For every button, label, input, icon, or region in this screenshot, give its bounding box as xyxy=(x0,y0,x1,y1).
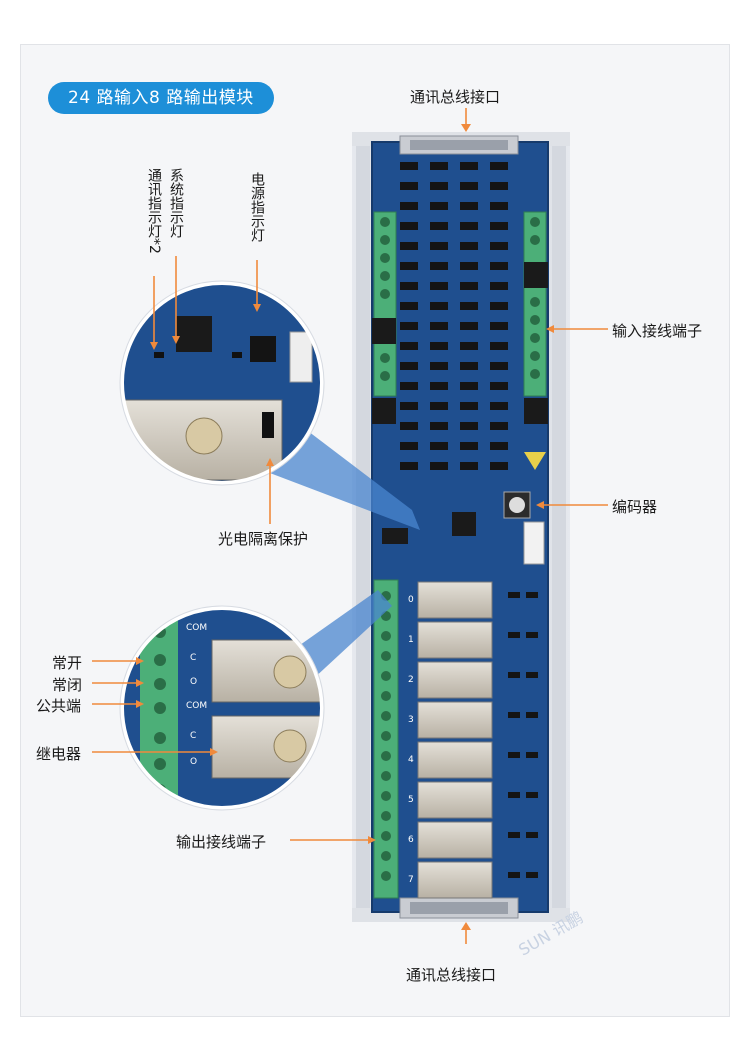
channel-number: 2 xyxy=(408,675,414,685)
terminal-label: O xyxy=(190,757,197,767)
input-terminal-block-left xyxy=(372,211,397,424)
label-output-terminal: 输出接线端子 xyxy=(176,833,267,851)
label-comm-led: 通讯指示灯*2 xyxy=(146,168,162,254)
zoom-cone-bottom xyxy=(300,590,392,680)
terminal-label: COM xyxy=(186,623,207,633)
label-input-terminal: 输入接线端子 xyxy=(612,322,703,340)
zoom-terminal-labels: COM C O COM C O xyxy=(186,623,207,767)
channel-number: 6 xyxy=(408,835,414,845)
top-bus-connector xyxy=(399,135,519,155)
label-relay: 继电器 xyxy=(36,745,82,763)
zoom-circle-relay-terminals xyxy=(119,605,325,811)
label-power-led: 电源指示灯 xyxy=(249,172,265,242)
label-normally-closed: 常闭 xyxy=(52,676,83,694)
control-section xyxy=(382,452,546,565)
label-common: 公共端 xyxy=(36,697,82,715)
terminal-label: COM xyxy=(186,701,207,711)
bottom-bus-connector xyxy=(399,897,519,919)
channel-number: 1 xyxy=(408,635,414,645)
input-terminal-block-right xyxy=(523,211,548,424)
zoom-circle-control-board xyxy=(119,280,325,486)
label-bus-bottom: 通讯总线接口 xyxy=(406,966,497,984)
terminal-label: C xyxy=(190,653,196,663)
channel-number: 7 xyxy=(408,875,414,885)
channel-number: 5 xyxy=(408,795,414,805)
channel-number: 4 xyxy=(408,755,414,765)
terminal-label: C xyxy=(190,731,196,741)
label-encoder: 编码器 xyxy=(612,498,658,516)
channel-numbers: 0 1 2 3 4 5 6 7 xyxy=(408,595,414,885)
channel-number: 3 xyxy=(408,715,414,725)
label-system-led: 系统指示灯 xyxy=(168,168,184,238)
output-terminal-block xyxy=(373,579,399,899)
label-normally-open: 常开 xyxy=(52,654,83,672)
terminal-label: O xyxy=(190,677,197,687)
channel-number: 0 xyxy=(408,595,414,605)
label-opto-isolation: 光电隔离保护 xyxy=(218,530,309,548)
module-title: 24 路输入8 路输出模块 xyxy=(48,82,274,114)
label-bus-top: 通讯总线接口 xyxy=(410,88,501,106)
input-circuit-array xyxy=(400,162,508,470)
callout-arrows xyxy=(92,108,608,944)
relay-array xyxy=(417,581,538,899)
zoom-cone-top xyxy=(262,425,420,530)
